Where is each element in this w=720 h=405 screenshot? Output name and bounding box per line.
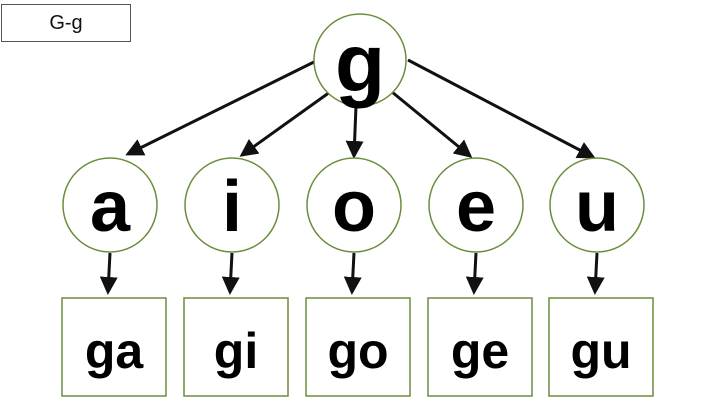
- root-circle: [313, 13, 407, 107]
- vowel-circle: [549, 157, 645, 253]
- syllable-rect: [305, 297, 411, 397]
- vowel-circle: [184, 157, 280, 253]
- syllable-rect: [183, 297, 289, 397]
- vowel-letter: a: [90, 167, 131, 247]
- syllable-box-ge: ge: [427, 297, 533, 397]
- vowel-letter: u: [575, 167, 619, 247]
- vowel-node-u: u: [549, 157, 645, 253]
- syllable-box-ga: ga: [61, 297, 167, 397]
- root-node: g: [313, 13, 407, 109]
- arrow-root-to-i: [239, 90, 331, 157]
- vowel-node-a: a: [62, 157, 158, 253]
- vowel-letter: i: [222, 167, 242, 247]
- vowel-circle: [428, 157, 524, 253]
- vowel-node-o: o: [306, 157, 402, 253]
- arrow-root-to-e: [391, 90, 473, 158]
- arrow-root-to-u: [407, 58, 596, 159]
- title-text: G-g: [49, 11, 83, 34]
- arrow-a-to-syllable: [99, 252, 118, 295]
- arrow-i-to-syllable: [221, 252, 240, 295]
- syllable-boxes-group: ga gi go ge gu: [61, 297, 654, 397]
- root-letter: g: [335, 18, 385, 109]
- syllable-box-gu: gu: [548, 297, 654, 397]
- syllable-box-go: go: [305, 297, 411, 397]
- syllable-rect: [427, 297, 533, 397]
- syllable-text: go: [327, 323, 388, 379]
- syllable-text: gu: [570, 323, 631, 379]
- syllable-text: ga: [85, 323, 145, 379]
- arrow-o-to-syllable: [343, 252, 362, 295]
- arrow-e-to-syllable: [465, 252, 484, 295]
- vowel-circle: [306, 157, 402, 253]
- vowel-letter: o: [332, 167, 376, 247]
- syllable-text: ge: [451, 323, 509, 379]
- vowel-node-i: i: [184, 157, 280, 253]
- vowel-letter: e: [456, 167, 496, 247]
- arrow-root-to-a: [125, 58, 319, 156]
- syllable-box-gi: gi: [183, 297, 289, 397]
- vowel-circle: [62, 157, 158, 253]
- arrows-group: [99, 58, 605, 295]
- title-label: G-g: [1, 4, 131, 42]
- vowel-node-e: e: [428, 157, 524, 253]
- arrow-u-to-syllable: [586, 252, 605, 295]
- arrow-root-to-o: [345, 105, 364, 159]
- syllable-rect: [61, 297, 167, 397]
- syllable-text: gi: [214, 323, 258, 379]
- syllable-rect: [548, 297, 654, 397]
